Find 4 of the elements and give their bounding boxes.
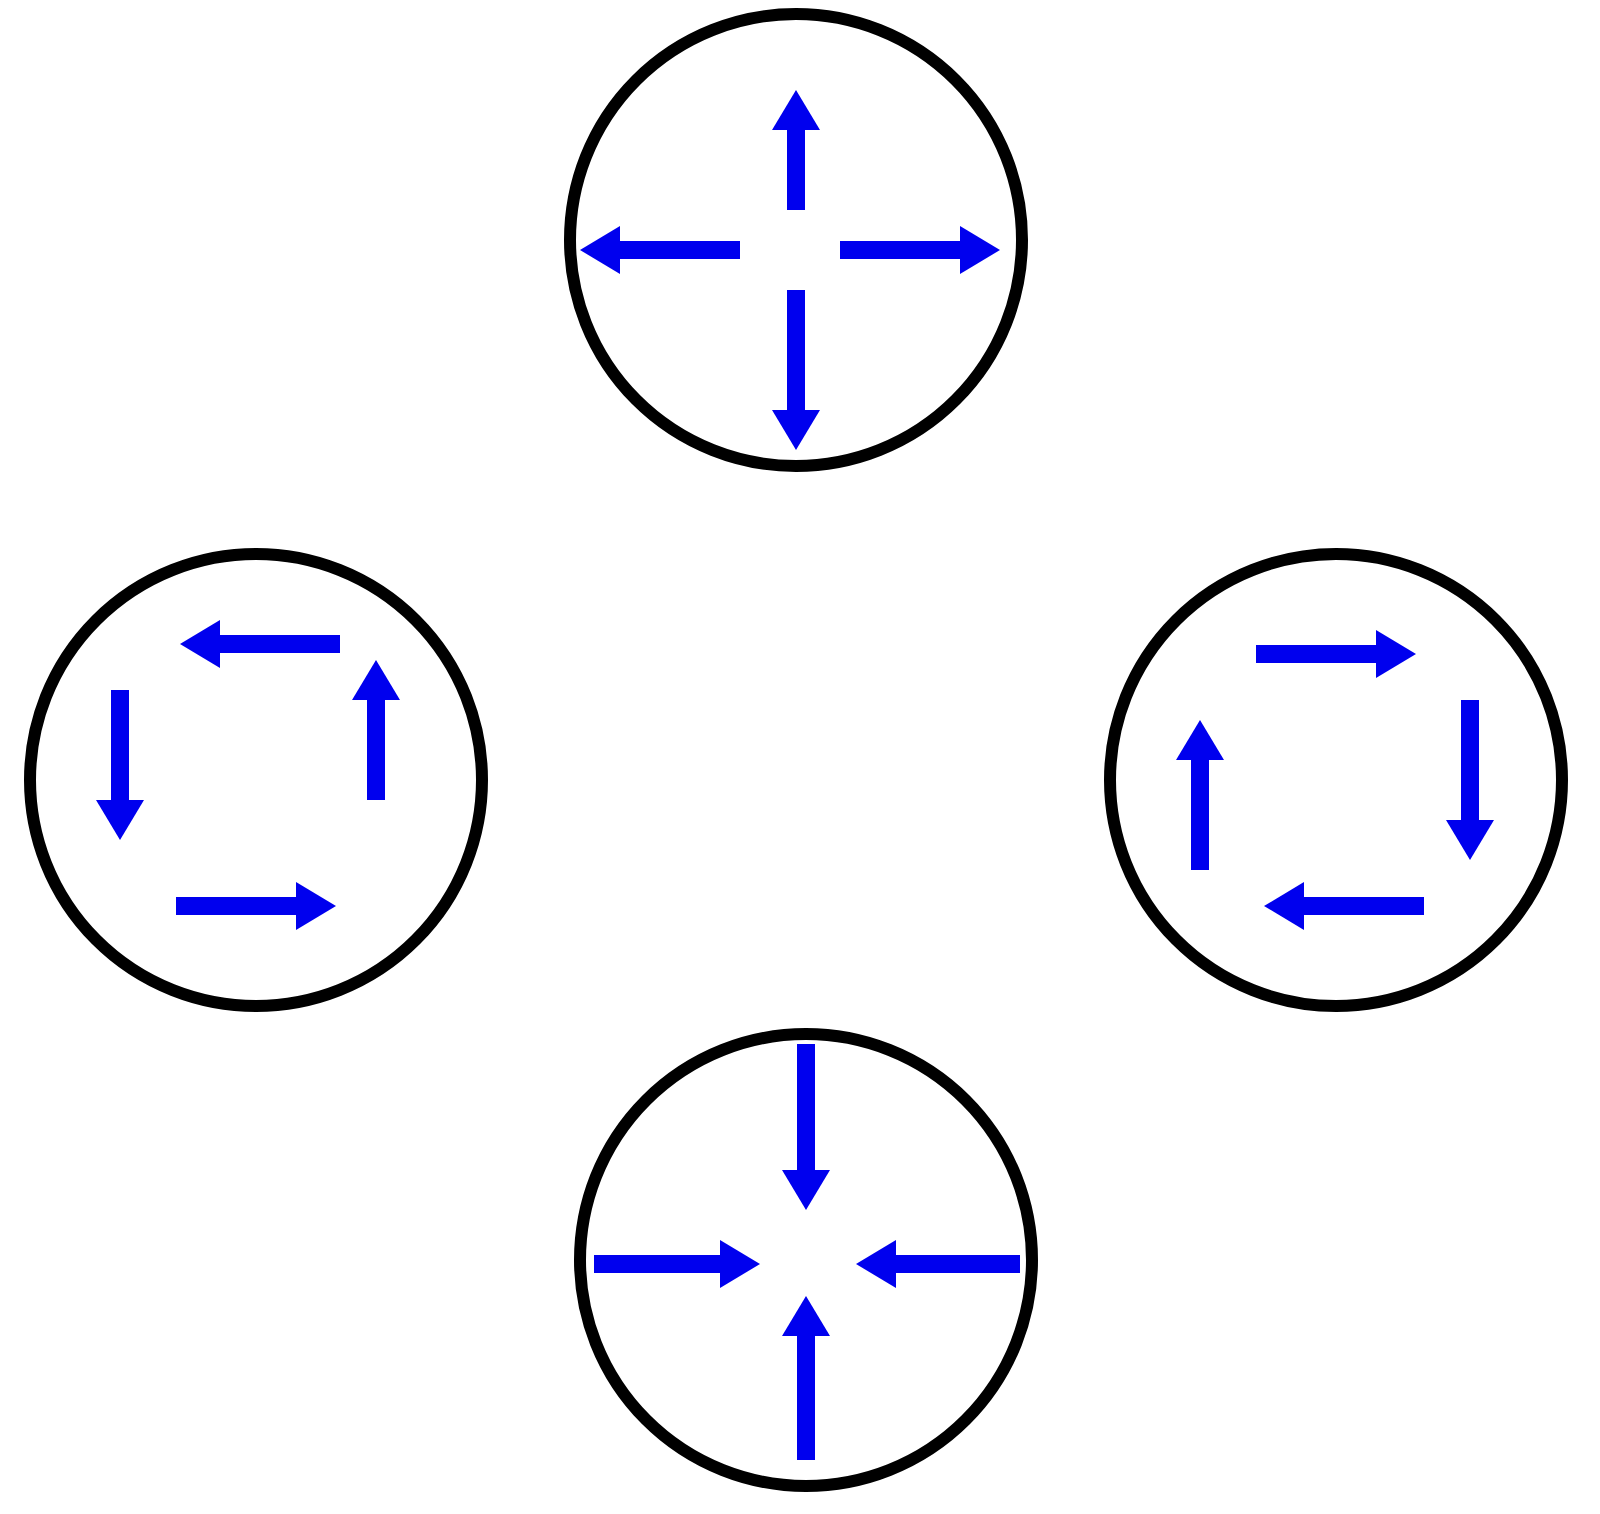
circle-outline xyxy=(560,4,1032,476)
circle-outline xyxy=(1100,544,1572,1016)
circle-outline xyxy=(20,544,492,1016)
circle-outline xyxy=(570,1024,1042,1496)
